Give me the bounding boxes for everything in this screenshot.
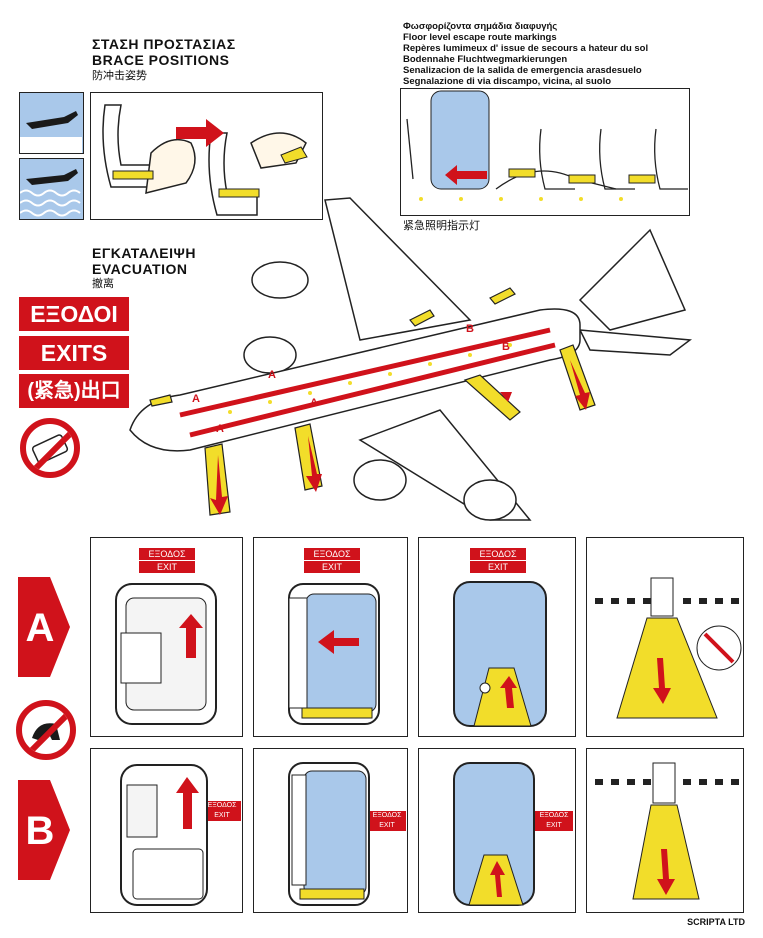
exit-badge-a3-greek: ΕΞΟΔΟΣ (470, 548, 526, 560)
exit-badge-b3-greek: ΕΞΟΔΟΣ (535, 811, 573, 821)
exit-badge-b2-english: EXIT (368, 821, 406, 831)
exits-sign-greek: ΕΞΟΔΟΙ (19, 297, 129, 331)
exit-badge-b2-greek: ΕΞΟΔΟΣ (368, 811, 406, 821)
publisher-credit: SCRIPTA LTD (687, 917, 745, 927)
row-b-arrow: B (18, 780, 70, 880)
evacuation-title-english: EVACUATION (92, 261, 188, 277)
brace-title-english: BRACE POSITIONS (92, 52, 230, 68)
land-impact-icon (19, 92, 84, 154)
row-a-arrow: A (18, 577, 70, 677)
door-a-label-1: A (192, 393, 200, 405)
marking-line-french: Repères lumimeux d' issue de secours a h… (403, 43, 649, 54)
exit-badge-b3-english: EXIT (535, 821, 573, 831)
door-a-label-4: A (310, 397, 318, 409)
exit-badge-b1-english: EXIT (203, 811, 241, 821)
no-baggage-icon (20, 418, 80, 478)
floor-markings-caption-chinese: 紧急照明指示灯 (403, 220, 480, 232)
door-a-label-3: A (216, 423, 224, 435)
exit-badge-a1-greek: ΕΞΟΔΟΣ (139, 548, 195, 560)
exit-badge-a2-english: EXIT (304, 561, 360, 573)
marking-line-english: Floor level escape route markings (403, 32, 557, 43)
exit-badge-b1-greek: ΕΞΟΔΟΣ (203, 801, 241, 811)
door-b-step-3: ΕΞΟΔΟΣ EXIT (418, 748, 576, 913)
floor-markings-illustration (400, 88, 690, 216)
brace-illustration (90, 92, 323, 220)
exits-sign-english: EXITS (19, 336, 129, 370)
door-b-label-2: B (502, 341, 510, 353)
brace-title-greek: ΣΤΑΣΗ ΠΡΟΣΤΑΣΙΑΣ (92, 36, 236, 52)
marking-line-german: Bodennahe Fluchtwegmarkierungen (403, 54, 568, 65)
exits-sign-chinese: (紧急)出口 (19, 374, 129, 408)
marking-line-spanish: Senalizacion de la salida de emergencia … (403, 65, 642, 76)
door-a-step-2: ΕΞΟΔΟΣ EXIT (253, 537, 408, 737)
aircraft-evacuation-diagram: A A A A B B (110, 180, 710, 530)
brace-title-chinese: 防冲击姿势 (92, 70, 147, 82)
exit-badge-a3-english: EXIT (470, 561, 526, 573)
marking-line-italian: Segnalazione di via discampo, vicina, al… (403, 76, 612, 87)
door-b-step-4 (586, 748, 744, 913)
evacuation-title-greek: ΕΓΚΑΤΑΛΕΙΨΗ (92, 245, 196, 261)
door-b-step-2: ΕΞΟΔΟΣ EXIT (253, 748, 408, 913)
floor-markings-text: Φωσφορίζοντα σημάδια διαφυγής Floor leve… (403, 21, 743, 87)
exit-badge-a2-greek: ΕΞΟΔΟΣ (304, 548, 360, 560)
door-a-step-1: ΕΞΟΔΟΣ EXIT (90, 537, 243, 737)
door-b-step-1: ΕΞΟΔΟΣ EXIT (90, 748, 243, 913)
door-a-step-3: ΕΞΟΔΟΣ EXIT (418, 537, 576, 737)
door-a-label-2: A (268, 369, 276, 381)
evacuation-title-chinese: 撤离 (92, 278, 114, 290)
door-b-label-1: B (466, 323, 474, 335)
exit-badge-a1-english: EXIT (139, 561, 195, 573)
row-b-label: B (26, 809, 55, 853)
door-a-step-4 (586, 537, 744, 737)
marking-line-greek: Φωσφορίζοντα σημάδια διαφυγής (403, 21, 558, 32)
no-high-heels-icon (16, 700, 76, 760)
row-a-label: A (26, 606, 55, 650)
water-impact-icon (19, 158, 84, 220)
